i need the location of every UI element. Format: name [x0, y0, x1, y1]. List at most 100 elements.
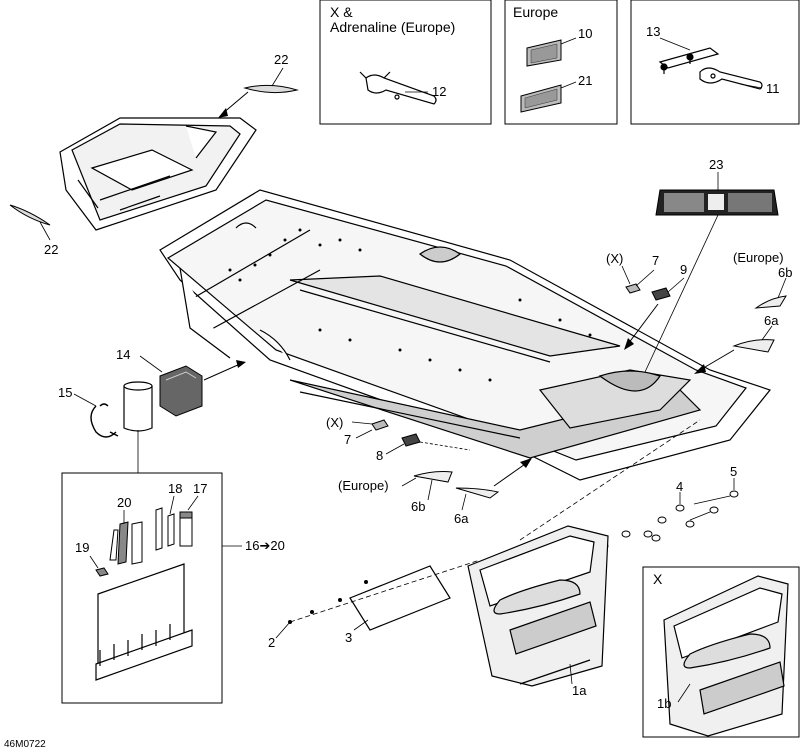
reflector-part-6b-lower	[413, 471, 453, 483]
callout-7-lower: 7	[344, 432, 352, 447]
tool-part-20	[109, 521, 143, 565]
strap-part-13	[658, 47, 720, 74]
tool-part-17	[179, 511, 193, 547]
leader-21	[560, 81, 577, 89]
callout-23: 23	[709, 157, 724, 172]
callout-3: 3	[345, 630, 353, 645]
callout-1a: 1a	[572, 683, 587, 698]
tool-case-part-16	[123, 381, 153, 432]
callout-14: 14	[116, 347, 131, 362]
leader-13	[659, 37, 691, 51]
leader-dashed-hardware	[519, 419, 701, 541]
warning-label-part-23	[655, 189, 779, 216]
reflector-part-6a-right	[732, 339, 775, 353]
callout-18: 18	[168, 481, 183, 496]
reflector-part-10	[526, 39, 562, 67]
figure-code: 46M0722	[4, 739, 46, 750]
callout-7-upper: 7	[652, 253, 660, 268]
callout-5: 5	[730, 464, 738, 479]
inset-title-europe: Europe	[513, 4, 559, 20]
decal-part-22-top	[243, 84, 299, 94]
arrowhead-6a-right	[694, 364, 706, 374]
frame-holes	[228, 228, 592, 382]
decal-part-22-left	[9, 204, 51, 226]
callout-4: 4	[676, 479, 684, 494]
leader-x-upper	[621, 265, 631, 285]
light-part-7-upper	[625, 283, 641, 294]
arrow-6a-lower	[493, 461, 529, 487]
callout-6a-right: 6a	[764, 313, 779, 328]
inset-box-x-adrenaline	[319, 0, 492, 125]
leader-dashed-plate	[289, 559, 481, 623]
inset-title-x-line2: Adrenaline (Europe)	[330, 19, 456, 35]
arrow-6a-right	[699, 349, 735, 371]
tool-pouch	[95, 563, 193, 681]
snowflap-part-1b	[663, 575, 789, 737]
arrowhead-console	[218, 108, 228, 118]
leader-6b-right	[777, 277, 787, 299]
callout-x-upper: (X)	[606, 251, 624, 266]
callout-2: 2	[268, 635, 276, 650]
leader-7-lower	[355, 429, 373, 439]
reflector-part-21	[520, 84, 562, 113]
leader-9	[667, 277, 685, 293]
leader-europe-lower	[401, 477, 417, 487]
callout-8: 8	[376, 448, 384, 463]
inset-title-x-line1: X &	[330, 4, 353, 20]
inset-box-right-top	[630, 0, 800, 125]
callout-1b: 1b	[657, 696, 672, 711]
regulator-part-14	[159, 365, 203, 417]
leader-11	[739, 83, 763, 89]
callout-6b-lower: 6b	[411, 499, 426, 514]
reflector-part-6b-right	[754, 295, 787, 309]
tool-part-19	[95, 567, 109, 577]
arrow-14	[203, 363, 241, 381]
leader-2	[275, 621, 291, 639]
callout-europe-right: (Europe)	[733, 250, 784, 265]
callout-europe-lower: (Europe)	[338, 478, 389, 493]
leader-x-lower	[351, 421, 373, 425]
leader-6b-lower	[427, 479, 433, 501]
leader-6a-lower	[461, 493, 467, 511]
inset-title-x-bottom: X	[653, 571, 663, 587]
callout-x-lower: (X)	[326, 415, 344, 430]
leader-8-right	[419, 441, 471, 451]
arrowhead-14	[236, 360, 246, 368]
callout-22-top: 22	[274, 52, 289, 67]
snowflap-part-1a	[467, 525, 609, 687]
spanner-wrench-part-11	[699, 67, 763, 90]
light-part-9	[651, 287, 671, 301]
callout-17: 17	[193, 481, 208, 496]
callout-20: 20	[117, 495, 132, 510]
callout-19: 19	[75, 540, 90, 555]
leader-22-left	[39, 221, 51, 241]
leader-3	[353, 619, 369, 631]
leader-1a	[569, 663, 573, 685]
callout-10: 10	[578, 26, 593, 41]
leader-14	[139, 355, 163, 373]
leader-10	[560, 37, 577, 45]
arrow-lights-upper	[627, 303, 659, 345]
callout-22-left: 22	[44, 242, 59, 257]
leader-22-top	[271, 67, 284, 87]
callout-12: 12	[432, 84, 447, 99]
leader-7-upper	[635, 269, 655, 287]
leader-19	[89, 555, 99, 569]
leader-8	[385, 443, 405, 455]
arrow-5-a	[693, 495, 731, 505]
arrow-5-b	[689, 511, 711, 521]
leader-23-down	[644, 214, 719, 373]
leader-15	[73, 393, 97, 407]
console-part	[59, 117, 257, 231]
arrowhead-lights-upper	[624, 338, 634, 350]
tool-part-18	[155, 507, 175, 551]
plate-part-3	[349, 565, 451, 631]
leader-1b	[677, 683, 691, 703]
callout-6a-lower: 6a	[454, 511, 469, 526]
leader-18	[169, 495, 175, 515]
callout-15: 15	[58, 385, 73, 400]
cable-part-15	[90, 403, 119, 438]
light-part-7-lower	[371, 419, 389, 431]
reflector-part-6a-lower	[455, 487, 500, 499]
